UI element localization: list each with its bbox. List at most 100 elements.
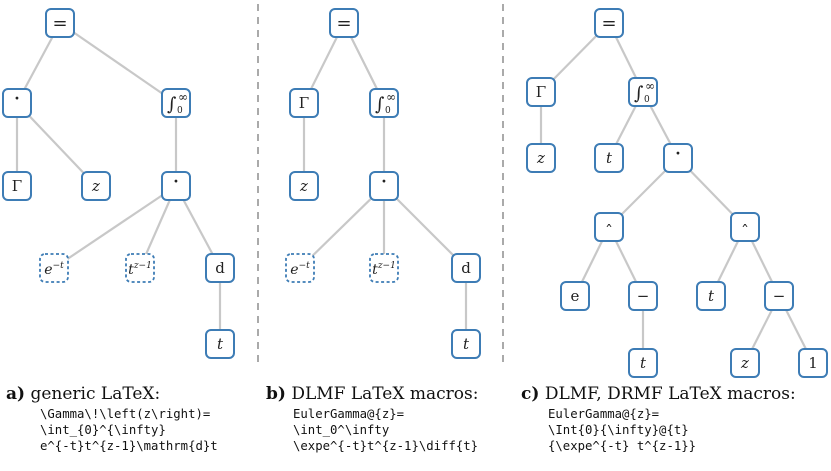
node-label: = [336, 13, 351, 34]
edge-eq-int [59, 22, 177, 104]
node-box [594, 212, 624, 242]
node-label: − [637, 287, 650, 305]
node-box [663, 143, 693, 173]
node-box [205, 253, 235, 283]
node-t2: t [696, 281, 726, 311]
node-tz1: tz−1 [125, 253, 155, 283]
node-box [39, 253, 69, 283]
code-b-line-3: \expe^{-t}t^{z-1}\diff{t} [293, 439, 479, 453]
node-box [628, 77, 658, 107]
node-box [560, 281, 590, 311]
node-label: − [773, 287, 786, 305]
edge-dot1-z [16, 102, 97, 187]
integral-upper: ∞ [178, 90, 188, 104]
node-minus2: − [764, 281, 794, 311]
code-c-line-1: EulerGamma@{z}= [548, 407, 660, 421]
node-z: z [526, 143, 556, 173]
node-label: t [463, 335, 470, 353]
node-label: · [675, 142, 682, 167]
node-box [2, 171, 32, 201]
node-t: t [205, 329, 235, 359]
node-minus1: − [628, 281, 658, 311]
caption-c: c) DLMF, DRMF LaTeX macros: [521, 384, 796, 404]
node-tz1: tz−1 [369, 253, 399, 283]
node-box [125, 253, 155, 283]
node-box [798, 348, 828, 378]
code-a: \Gamma\!\left(z\right)=\int_{0}^{\infty}… [40, 406, 218, 454]
node-emt: e−t [39, 253, 69, 283]
node-box [289, 171, 319, 201]
node-eq: = [329, 8, 359, 38]
node-label: d [215, 259, 225, 277]
node-box [161, 171, 191, 201]
node-z: z [81, 171, 111, 201]
node-z: z [289, 171, 319, 201]
node-box [526, 77, 556, 107]
edge-dot2-emt [53, 185, 177, 269]
integral-upper: ∞ [645, 79, 655, 93]
node-int: ∫0∞ [369, 88, 399, 118]
node-label: = [52, 13, 67, 34]
node-box [369, 171, 399, 201]
node-dot2: · [161, 170, 191, 201]
caption-a-title: generic LaTeX: [30, 384, 161, 404]
node-label: · [173, 170, 180, 195]
node-dot: · [663, 142, 693, 173]
node-box [161, 88, 191, 118]
power-label: e−t [290, 261, 310, 278]
node-int: ∫0∞ [628, 77, 658, 107]
caption-b-title: DLMF LaTeX macros: [291, 384, 479, 404]
power-label: tz−1 [128, 261, 152, 278]
edge-dot-emt [299, 185, 385, 269]
node-box [696, 281, 726, 311]
node-label: = [601, 13, 616, 34]
node-label: Γ [299, 94, 309, 112]
node-label: Γ [12, 177, 22, 195]
node-label: t [640, 354, 647, 372]
node-label: d [461, 259, 471, 277]
node-label: ˆ [741, 222, 749, 241]
node-box [289, 88, 319, 118]
code-a-line-1: \Gamma\!\left(z\right)= [40, 407, 211, 421]
node-d: d [451, 253, 481, 283]
node-label: 1 [808, 354, 818, 372]
node-eq: = [594, 8, 624, 38]
node-label: Γ [536, 83, 546, 101]
code-b-line-1: EulerGamma@{z}= [293, 407, 405, 421]
node-label: z [740, 354, 749, 372]
edge-dot-d [383, 185, 467, 269]
node-label: · [14, 87, 21, 112]
code-c-line-3: {\expe^{-t} t^{z-1}} [548, 439, 697, 453]
caption-b-letter: b) [266, 384, 286, 404]
node-box [205, 329, 235, 359]
node-hat1: ˆ [594, 212, 624, 242]
code-b: EulerGamma@{z}=\int_0^\infty\expe^{-t}t^… [293, 406, 478, 454]
node-e: e [560, 281, 590, 311]
caption-c-letter: c) [521, 384, 540, 404]
node-label: z [91, 177, 100, 195]
integral-upper: ∞ [386, 90, 396, 104]
node-box [451, 253, 481, 283]
node-gamma: Γ [289, 88, 319, 118]
node-box [369, 88, 399, 118]
integral-lower: 0 [644, 95, 650, 105]
node-box [764, 281, 794, 311]
node-box [81, 171, 111, 201]
node-t: t [451, 329, 481, 359]
node-label: t [708, 287, 715, 305]
node-box [369, 253, 399, 283]
node-label: ˆ [605, 222, 613, 241]
node-box [451, 329, 481, 359]
node-gamma: Γ [526, 77, 556, 107]
power-label: tz−1 [372, 261, 396, 278]
node-label: z [299, 177, 308, 195]
node-t3: t [628, 348, 658, 378]
node-int: ∫0∞ [161, 88, 191, 118]
node-emt: e−t [285, 253, 315, 283]
node-box [628, 281, 658, 311]
node-box [628, 348, 658, 378]
node-box [45, 8, 75, 38]
integral-lower: 0 [385, 106, 391, 116]
